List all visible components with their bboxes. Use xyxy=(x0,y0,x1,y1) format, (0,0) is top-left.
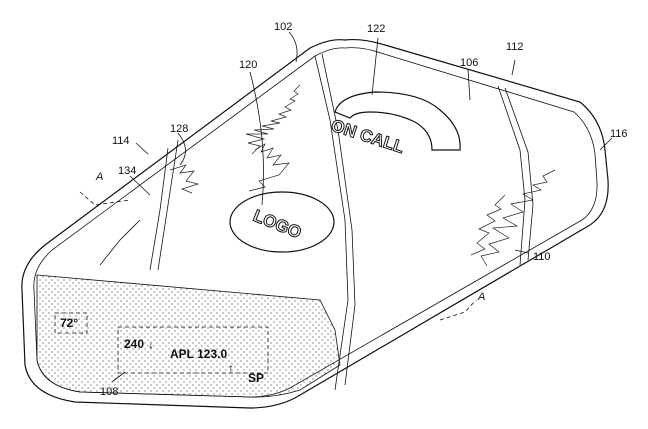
edge-line-4 xyxy=(504,87,534,261)
vein-texture-top xyxy=(245,84,301,155)
section-line-right xyxy=(439,299,477,321)
logo-ellipse xyxy=(229,191,335,253)
ref-110: 110 xyxy=(533,251,551,263)
on-call-text: ON CALL xyxy=(329,116,407,157)
leader-112 xyxy=(511,59,516,76)
ref-122: 122 xyxy=(367,23,385,35)
leader-122 xyxy=(371,37,379,96)
ref-128: 128 xyxy=(170,123,188,135)
temperature-box xyxy=(54,312,88,334)
ref-108: 108 xyxy=(100,386,118,398)
leader-128 xyxy=(177,132,186,166)
left-value-text: 240 xyxy=(124,337,144,351)
section-line-left xyxy=(79,191,131,206)
leader-110 xyxy=(514,249,529,254)
edge-line-6 xyxy=(157,139,179,271)
device-outline xyxy=(21,38,609,409)
down-arrow-glyph: ↓ xyxy=(148,337,154,351)
right-label-text: SP xyxy=(248,371,264,385)
ref-102: 102 xyxy=(274,21,292,33)
leader-114 xyxy=(135,142,149,155)
vein-texture-left xyxy=(169,164,200,194)
handset-icon xyxy=(334,91,461,151)
stippled-display-band xyxy=(36,274,341,398)
ref-114: 114 xyxy=(112,135,130,147)
leader-120 xyxy=(249,71,264,206)
ref-116: 116 xyxy=(610,128,628,140)
vein-texture-mid xyxy=(248,143,290,192)
edge-line-2 xyxy=(321,53,356,386)
ref-106: 106 xyxy=(460,57,478,69)
ref-112: 112 xyxy=(506,41,524,53)
vein-texture-right xyxy=(480,169,556,267)
temperature-text: 72° xyxy=(60,316,78,330)
leader-134 xyxy=(129,175,151,196)
section-marker-left: A xyxy=(95,171,103,183)
ref-120: 120 xyxy=(239,59,257,71)
left-diagonal xyxy=(99,219,141,266)
section-marker-right: A xyxy=(477,291,485,303)
up-arrow-glyph: ↑ xyxy=(228,361,234,375)
edge-line-5 xyxy=(149,147,169,271)
leader-106 xyxy=(467,69,471,101)
leader-108 xyxy=(111,371,126,383)
leader-102 xyxy=(288,31,298,63)
leader-116 xyxy=(599,137,613,151)
vein-texture-right-2 xyxy=(470,194,506,256)
ticker-text: APL 123.0 xyxy=(170,347,227,361)
edge-line-3 xyxy=(497,85,526,266)
ref-134: 134 xyxy=(118,165,136,177)
edge-line-1 xyxy=(314,55,349,391)
